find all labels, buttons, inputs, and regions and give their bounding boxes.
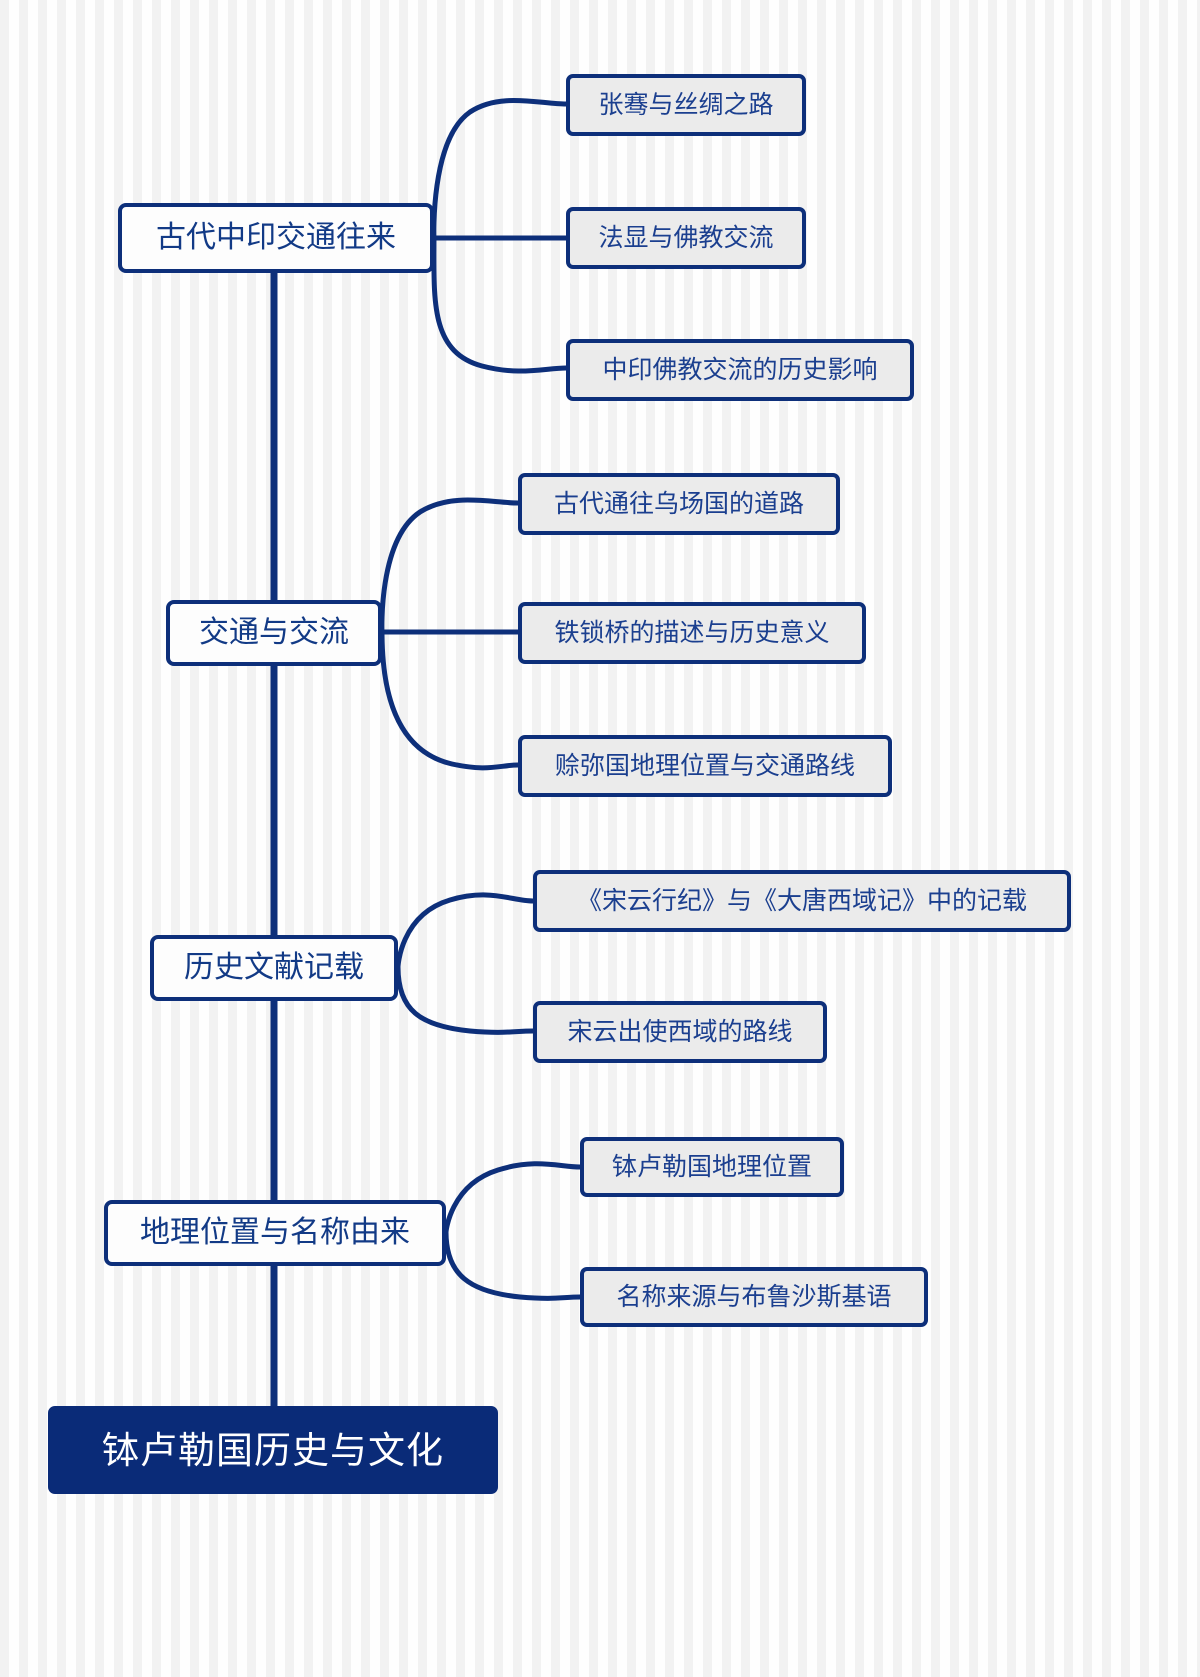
leaf-node-label: 古代通往乌场国的道路 <box>553 489 804 518</box>
root-node[interactable]: 钵卢勒国历史与文化 <box>48 1406 498 1494</box>
branch-node-transport-exchange[interactable]: 交通与交流 <box>166 600 382 666</box>
link-branch2-child1 <box>379 497 519 633</box>
leaf-node-shemi-location-routes[interactable]: 赊弥国地理位置与交通路线 <box>518 735 892 797</box>
leaf-node-label: 中印佛教交流的历史影响 <box>602 355 878 384</box>
link-branch3-child2 <box>395 966 534 1035</box>
branch-node-label: 历史文献记载 <box>184 951 364 984</box>
leaf-node-label: 钵卢勒国地理位置 <box>611 1152 812 1181</box>
branch-node-label: 交通与交流 <box>199 616 349 649</box>
leaf-node-road-to-wuchang[interactable]: 古代通往乌场国的道路 <box>518 473 840 535</box>
leaf-node-label: 宋云出使西域的路线 <box>567 1017 793 1046</box>
leaf-node-songyun-datang-records[interactable]: 《宋云行纪》与《大唐西域记》中的记载 <box>533 870 1071 932</box>
link-branch2-child3 <box>379 631 519 771</box>
leaf-node-iron-chain-bridge[interactable]: 铁锁桥的描述与历史意义 <box>518 602 866 664</box>
branch-node-location-name-origin[interactable]: 地理位置与名称由来 <box>104 1200 446 1266</box>
branch-node-label: 古代中印交通往来 <box>156 221 396 254</box>
root-node-label: 钵卢勒国历史与文化 <box>102 1429 444 1471</box>
leaf-node-label: 张骞与丝绸之路 <box>598 90 774 119</box>
link-branch4-child2 <box>443 1231 581 1301</box>
leaf-node-bolule-location[interactable]: 钵卢勒国地理位置 <box>580 1137 844 1197</box>
leaf-node-label: 《宋云行纪》与《大唐西域记》中的记载 <box>576 886 1027 915</box>
link-branch4-child1 <box>443 1161 581 1233</box>
leaf-node-label: 铁锁桥的描述与历史意义 <box>554 618 830 647</box>
leaf-node-songyun-western-route[interactable]: 宋云出使西域的路线 <box>533 1001 827 1063</box>
leaf-node-faxian-buddhism[interactable]: 法显与佛教交流 <box>566 207 806 269</box>
branch-node-ancient-sino-indian-transport[interactable]: 古代中印交通往来 <box>118 203 434 273</box>
leaf-node-label: 名称来源与布鲁沙斯基语 <box>616 1282 892 1311</box>
branch-node-historical-records[interactable]: 历史文献记载 <box>150 935 398 1001</box>
link-branch1-child3 <box>431 237 567 374</box>
leaf-node-label: 法显与佛教交流 <box>598 223 774 252</box>
link-branch3-child1 <box>395 892 534 968</box>
link-branch1-child1 <box>431 97 567 239</box>
leaf-node-name-origin-burushaski[interactable]: 名称来源与布鲁沙斯基语 <box>580 1267 928 1327</box>
branch-node-label: 地理位置与名称由来 <box>140 1216 410 1249</box>
leaf-node-buddhist-exchange-impact[interactable]: 中印佛教交流的历史影响 <box>566 339 914 401</box>
leaf-node-label: 赊弥国地理位置与交通路线 <box>554 751 855 780</box>
leaf-node-zhangqian-silk-road[interactable]: 张骞与丝绸之路 <box>566 74 806 136</box>
